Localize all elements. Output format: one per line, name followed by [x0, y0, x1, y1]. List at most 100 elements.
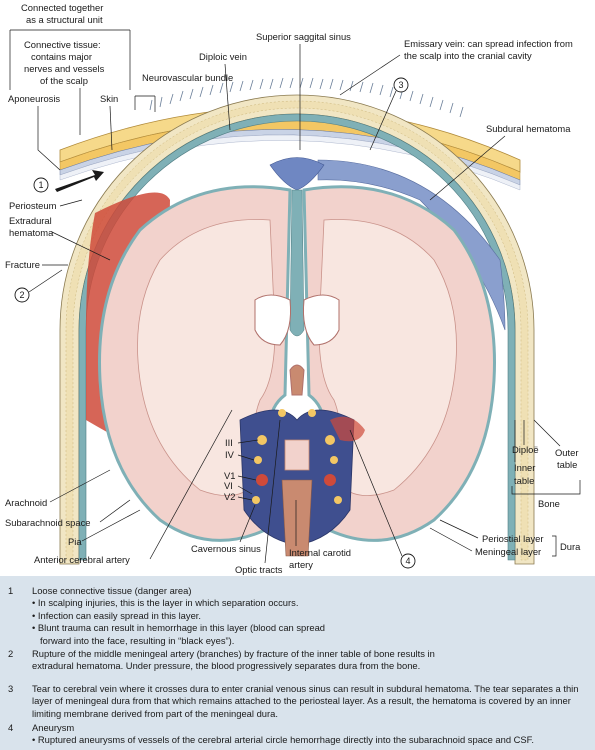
svg-text:Subarachnoid space: Subarachnoid space — [5, 517, 90, 528]
svg-text:Outer: Outer — [555, 447, 578, 458]
svg-text:2: 2 — [19, 290, 24, 300]
note-number: 2 — [8, 648, 14, 659]
note-1: 1 Loose connective tissue (danger area) … — [8, 585, 580, 647]
arrow-icon — [55, 170, 104, 192]
cavernous-sinus — [239, 409, 355, 557]
note-bullet: In scalping injuries, this is the layer … — [32, 597, 580, 609]
label-outer-table: Outer table — [533, 419, 578, 470]
note-bullet: Ruptured aneurysms of vessels of the cer… — [32, 734, 580, 746]
svg-text:Pia: Pia — [68, 536, 82, 547]
note-bullet: Blunt trauma can result in hemorrhage in… — [32, 622, 340, 647]
label-subarachnoid-space: Subarachnoid space — [5, 499, 131, 528]
lateral-ventricles — [254, 294, 340, 396]
svg-text:Arachnoid: Arachnoid — [5, 497, 47, 508]
label-cavernous-sinus: Cavernous sinus — [191, 504, 261, 554]
svg-text:Subdural hematoma: Subdural hematoma — [486, 123, 571, 134]
superior-sagittal-sinus — [269, 157, 325, 191]
scalp-hair — [149, 77, 464, 118]
svg-text:Diploë: Diploë — [512, 444, 539, 455]
label-fracture: Fracture — [5, 259, 68, 270]
svg-text:table: table — [557, 459, 577, 470]
note-title: Loose connective tissue (danger area) — [32, 585, 192, 596]
svg-text:4: 4 — [405, 556, 410, 566]
label-superior-sagittal-sinus: Superior saggital sinus — [256, 31, 351, 150]
note-number: 3 — [8, 683, 14, 694]
svg-text:III: III — [225, 437, 233, 448]
label-periosteum: Periosteum — [9, 199, 83, 211]
note-4: 4 Aneurysm Ruptured aneurysms of vessels… — [8, 722, 580, 747]
svg-text:table: table — [514, 475, 534, 486]
svg-text:Bone: Bone — [538, 498, 560, 509]
label-inner-table: Inner table — [514, 420, 535, 486]
label-internal-carotid-artery: Internal carotid artery — [289, 500, 351, 570]
svg-text:Internal carotid: Internal carotid — [289, 547, 351, 558]
svg-text:3: 3 — [398, 80, 403, 90]
label-pia: Pia — [68, 509, 141, 547]
svg-text:V1: V1 — [224, 470, 235, 481]
svg-text:Meningeal layer: Meningeal layer — [475, 546, 541, 557]
svg-text:Aponeurosis: Aponeurosis — [8, 93, 60, 104]
svg-text:1: 1 — [38, 180, 43, 190]
svg-text:Periosteum: Periosteum — [9, 200, 57, 211]
svg-text:V2: V2 — [224, 491, 235, 502]
label-skin: Skin — [100, 93, 118, 151]
svg-text:Fracture: Fracture — [5, 259, 40, 270]
label-dura: Periostial layer Meningeal layer Dura — [429, 519, 581, 557]
label-bone: Bone — [511, 480, 581, 509]
svg-text:Connective tissue:: Connective tissue: — [24, 39, 101, 50]
label-connective-tissue: Connective tissue: contains major nerves… — [24, 39, 105, 135]
note-title: Aneurysm — [32, 722, 75, 733]
svg-text:contains major: contains major — [31, 51, 92, 62]
callout-2: 2 — [14, 269, 63, 303]
svg-text:VI: VI — [224, 480, 233, 491]
label-optic-tracts: Optic tracts — [235, 419, 283, 575]
label-neurovascular-bundle: Neurovascular bundle — [134, 72, 233, 112]
svg-text:nerves and vessels: nerves and vessels — [24, 63, 105, 74]
callout-3: 3 — [369, 77, 409, 151]
svg-text:Connected together: Connected together — [21, 2, 103, 13]
label-emissary-vein: Emissary vein: can spread infection from… — [339, 38, 573, 96]
svg-text:Neurovascular bundle: Neurovascular bundle — [142, 72, 233, 83]
label-extradural-hematoma: Extradural hematoma — [9, 215, 111, 261]
svg-text:Anterior cerebral artery: Anterior cerebral artery — [34, 554, 130, 565]
svg-text:as a structural unit: as a structural unit — [26, 14, 103, 25]
svg-text:Inner: Inner — [514, 462, 535, 473]
aneurysm — [330, 416, 365, 442]
note-text: Rupture of the middle meningeal artery (… — [32, 648, 435, 672]
note-3: 3 Tear to cerebral vein where it crosses… — [8, 683, 580, 720]
note-number: 1 — [8, 585, 14, 596]
note-text: Tear to cerebral vein where it crosses d… — [32, 683, 579, 719]
label-cranial-nerves: III IV V1 VI V2 — [224, 437, 259, 502]
svg-text:the scalp into the cranial cav: the scalp into the cranial cavity — [404, 50, 532, 61]
svg-text:Emissary vein: can spread infe: Emissary vein: can spread infection from — [404, 38, 573, 49]
svg-text:of the scalp: of the scalp — [40, 75, 88, 86]
svg-text:hematoma: hematoma — [9, 227, 54, 238]
notes-panel: 1 Loose connective tissue (danger area) … — [0, 576, 595, 750]
svg-text:Diploic vein: Diploic vein — [199, 51, 247, 62]
label-subdural-hematoma: Subdural hematoma — [429, 123, 571, 201]
label-anterior-cerebral-artery: Anterior cerebral artery — [34, 409, 233, 565]
dura-mater — [78, 113, 516, 561]
note-number: 4 — [8, 722, 14, 733]
svg-text:artery: artery — [289, 559, 313, 570]
falx-cerebri — [289, 189, 305, 337]
label-aponeurosis: Aponeurosis — [8, 93, 60, 171]
note-bullet: Infection can easily spread in this laye… — [32, 610, 580, 622]
svg-text:Optic tracts: Optic tracts — [235, 564, 283, 575]
svg-text:Extradural: Extradural — [9, 215, 52, 226]
svg-text:Periostial layer: Periostial layer — [482, 533, 543, 544]
skull-diploe — [65, 100, 529, 561]
svg-text:Superior saggital sinus: Superior saggital sinus — [256, 31, 351, 42]
svg-text:Skin: Skin — [100, 93, 118, 104]
label-connected-together: Connected together as a structural unit — [9, 2, 131, 90]
subdural-hematoma — [317, 159, 506, 331]
label-arachnoid: Arachnoid — [5, 469, 111, 508]
label-diploe: Diploë — [512, 420, 539, 455]
callout-4: 4 — [349, 429, 416, 569]
note-2: 2 Rupture of the middle meningeal artery… — [8, 648, 462, 673]
callout-1: 1 — [33, 177, 49, 193]
label-diploic-vein: Diploic vein — [199, 51, 247, 131]
svg-text:Cavernous sinus: Cavernous sinus — [191, 543, 261, 554]
svg-text:Dura: Dura — [560, 541, 581, 552]
